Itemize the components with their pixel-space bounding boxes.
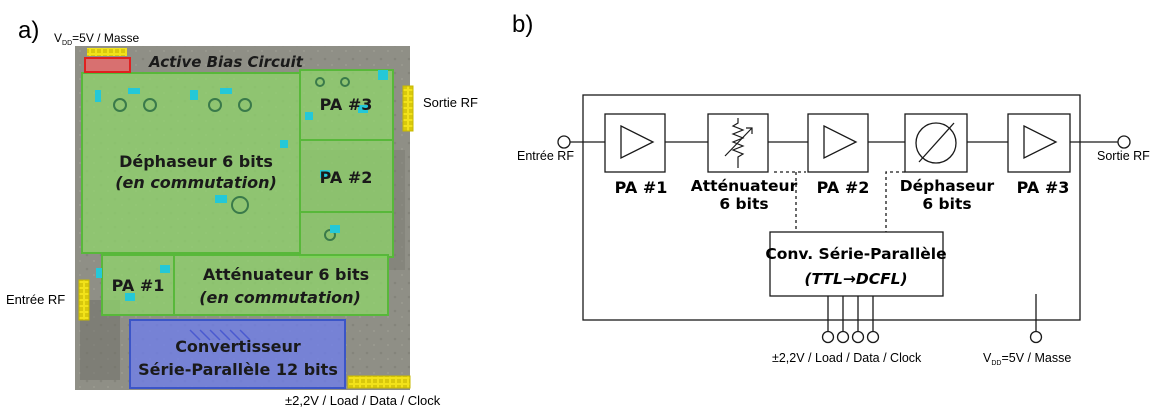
chip-region [299, 211, 394, 258]
signal-chain [604, 113, 1071, 173]
active-bias-label: Active Bias Circuit [148, 53, 304, 71]
converter-fingers [189, 329, 251, 341]
attenuateur-label-line2: (en commutation) [199, 288, 361, 307]
rf-output-port [1117, 135, 1131, 149]
pin-port [851, 330, 865, 344]
attenuateur-block-label-2: 6 bits [719, 195, 768, 213]
pa3-label: PA #3 [320, 95, 373, 114]
control-lines [774, 171, 905, 232]
bottom-pins-label: ±2,2V / Load / Data / Clock [285, 393, 441, 408]
pin-port [821, 330, 835, 344]
circuit-details [113, 77, 350, 241]
convertisseur-label-line2: Série-Parallèle 12 bits [138, 360, 338, 379]
convertisseur-label-line1: Convertisseur [175, 337, 301, 356]
active-bias-marker [84, 57, 131, 73]
entree-rf-label: Entrée RF [6, 292, 65, 307]
entree-rf-pad [78, 279, 90, 321]
pa2-block [807, 113, 869, 173]
amplifier-icon [823, 124, 858, 160]
rf-input-port [557, 135, 571, 149]
vdd-label-b: VDD=5V / Masse [983, 351, 1071, 367]
converter-label-line2: (TTL→DCFL) [804, 270, 907, 288]
converter-block [769, 231, 944, 297]
pa3-block-label: PA #3 [1017, 178, 1070, 197]
pins-label-b: ±2,2V / Load / Data / Clock [772, 351, 922, 365]
attenuator-icon [724, 118, 753, 168]
dephaseur-block-label-1: Déphaseur [900, 177, 995, 195]
amplifier-icon [620, 124, 655, 160]
converter-label-line1: Conv. Série-Parallèle [765, 245, 946, 263]
attenuateur-region [173, 254, 389, 316]
pa1-label: PA #1 [112, 276, 165, 295]
pa2-block-label: PA #2 [817, 178, 870, 197]
pa1-block-label: PA #1 [615, 178, 668, 197]
sortie-rf-label-b: Sortie RF [1097, 149, 1150, 163]
control-pins [821, 296, 880, 344]
pin-port [866, 330, 880, 344]
attenuateur-block-label-1: Atténuateur [691, 177, 798, 195]
pa1-block [604, 113, 666, 173]
pa2-label: PA #2 [320, 168, 373, 187]
attenuateur-label-line1: Atténuateur 6 bits [203, 265, 369, 284]
dephaseur-block-label-2: 6 bits [922, 195, 971, 213]
panel-b: b) Entrée RF [512, 11, 1150, 367]
pa3-block [1007, 113, 1071, 173]
vdd-port [1029, 330, 1043, 344]
sortie-rf-label: Sortie RF [423, 95, 478, 110]
sortie-rf-pad [402, 85, 414, 132]
entree-rf-label-b: Entrée RF [517, 149, 574, 163]
vdd-top-label: VDD=5V / Masse [54, 31, 139, 47]
dephaseur-label-line2: (en commutation) [115, 173, 277, 192]
pin-port [836, 330, 850, 344]
panel-a-label: a) [18, 17, 39, 44]
bottom-pads [347, 375, 411, 389]
cyan-pads [95, 70, 388, 301]
panel-b-label: b) [512, 11, 533, 38]
dephaseur-region [81, 72, 301, 254]
dephaseur-label-line1: Déphaseur 6 bits [119, 152, 273, 171]
convertisseur-region [129, 319, 346, 389]
phase-shifter-icon [915, 122, 957, 164]
green-regions [81, 69, 394, 316]
mmic-outline [582, 94, 1081, 321]
vdd-pad [87, 48, 127, 56]
panel-a: a) [6, 17, 478, 408]
amplifier-icon [1023, 124, 1058, 160]
